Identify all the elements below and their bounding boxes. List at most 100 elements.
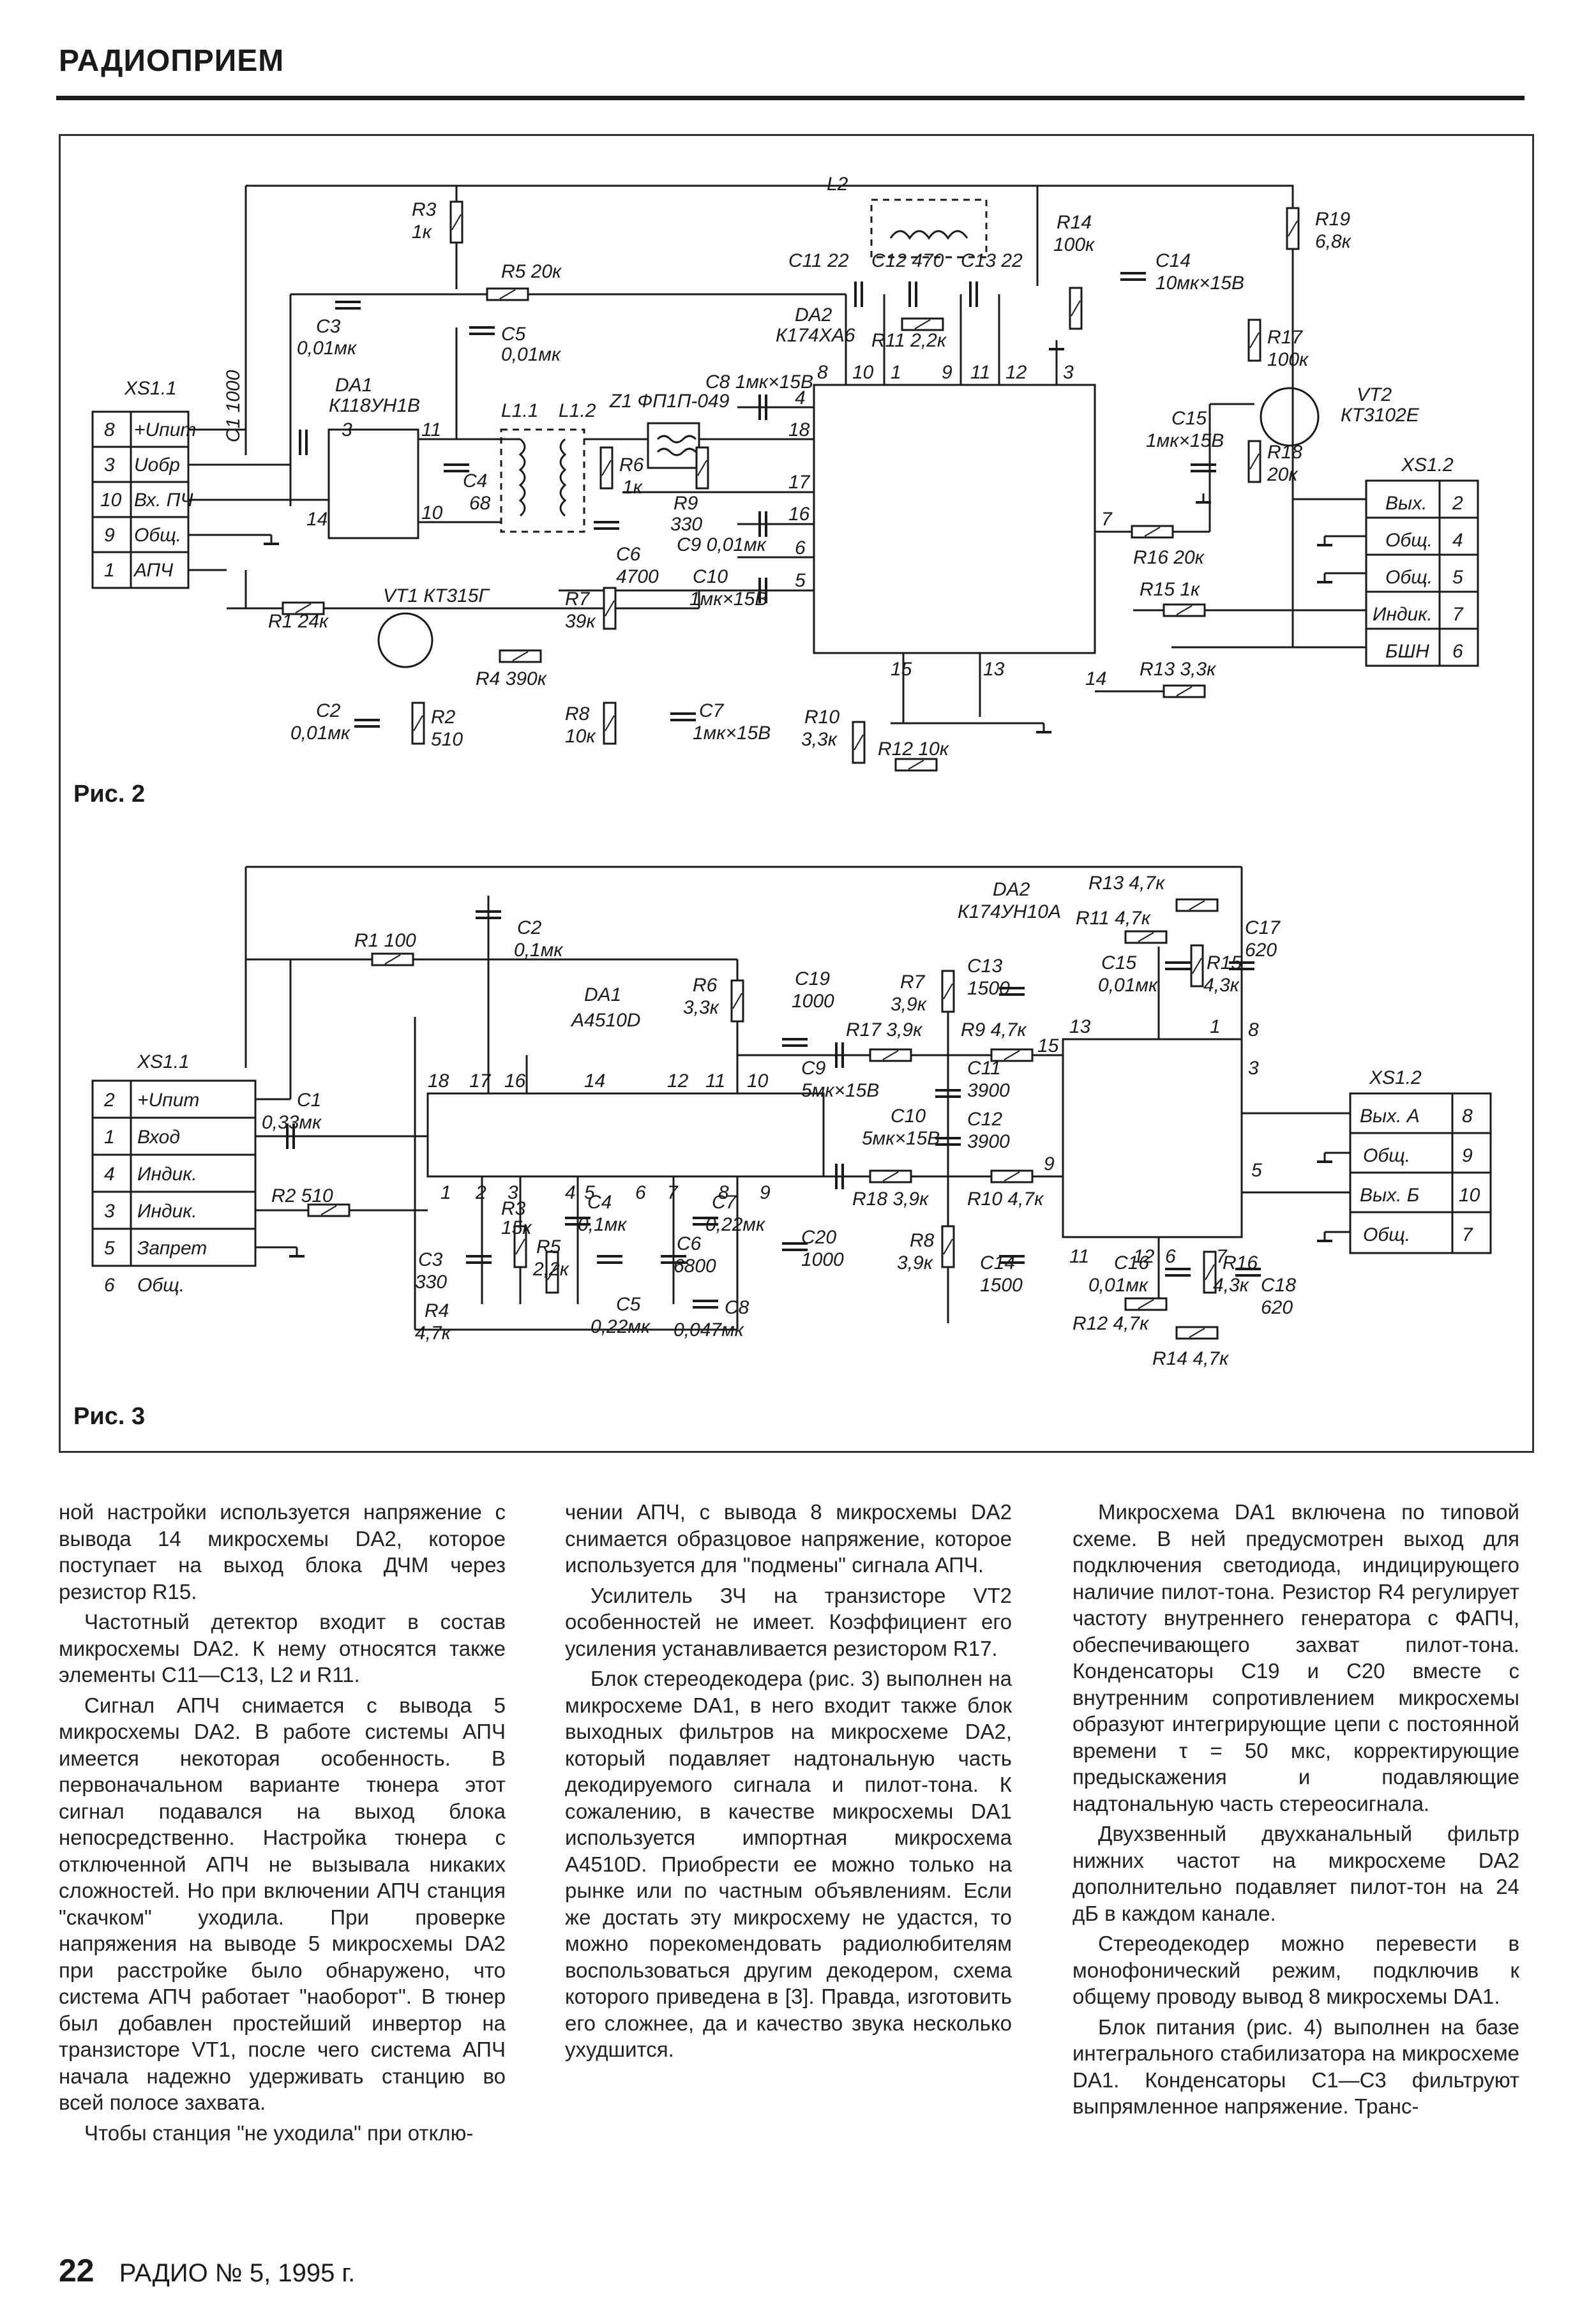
fig3-out-label: Вых. Б bbox=[1360, 1185, 1419, 1206]
fig2-pin-num: 11 bbox=[421, 419, 441, 440]
fig3-out-label: Общ. bbox=[1363, 1145, 1410, 1166]
fig2-xs11: XS1.1 bbox=[124, 378, 177, 399]
fig3-pin-num: 11 bbox=[705, 1070, 725, 1092]
figure-3-caption: Рис. 3 bbox=[73, 1403, 146, 1430]
fig3-out-pin: 9 bbox=[1462, 1145, 1473, 1166]
fig3-c13-value: 1500 bbox=[967, 978, 1010, 999]
fig3-pin-num: 1 bbox=[440, 1182, 451, 1203]
fig2-pin-num: 14 bbox=[1085, 668, 1106, 689]
figures-frame: XS1.1 8 3 10 9 1 +Uпит Uобр Вх. ПЧ Общ. … bbox=[59, 134, 1534, 1453]
fig2-pin: 8 bbox=[104, 419, 115, 440]
fig2-pin-num: 16 bbox=[788, 504, 810, 525]
fig2-r5: R5 20к bbox=[501, 261, 562, 282]
fig3-r4: R4 bbox=[425, 1300, 449, 1321]
fig3-pin-num: 17 bbox=[469, 1070, 492, 1092]
fig3-r8: R8 bbox=[910, 1230, 935, 1251]
fig2-r15: R15 1к bbox=[1140, 579, 1201, 600]
fig2-r17-value: 100к bbox=[1267, 349, 1309, 370]
fig2-r6-value: 1к bbox=[622, 477, 644, 498]
fig2-pin-num: 10 bbox=[852, 362, 874, 383]
fig3-r1: R1 100 bbox=[354, 930, 416, 951]
col2-paragraph-1: чении АПЧ, с вывода 8 микросхемы DA2 сни… bbox=[565, 1500, 1012, 1577]
fig3-r16-value: 4,3к bbox=[1213, 1275, 1250, 1296]
schematics-svg: XS1.1 8 3 10 9 1 +Uпит Uобр Вх. ПЧ Общ. … bbox=[91, 174, 1492, 1369]
col3-paragraph-3: Стереодекодер можно перевести в монофони… bbox=[1073, 1932, 1519, 2008]
fig3-pin-num: 11 bbox=[1069, 1246, 1089, 1267]
fig2-conn-label: +Uпит bbox=[134, 419, 196, 440]
fig3-pin-num: 4 bbox=[565, 1182, 576, 1203]
fig3-pin-num: 7 bbox=[1216, 1246, 1228, 1267]
fig3-r12: R12 4,7к bbox=[1073, 1313, 1150, 1334]
fig2-pin-num: 7 bbox=[1101, 509, 1113, 530]
fig2-pin-num: 3 bbox=[1063, 362, 1074, 383]
fig2-r9-value: 330 bbox=[670, 514, 702, 535]
fig3-out-label: Вых. А bbox=[1360, 1106, 1420, 1127]
fig2-pin-num: 6 bbox=[795, 537, 806, 559]
fig3-r9: R9 4,7к bbox=[961, 1019, 1027, 1040]
fig2-da1: DA1 bbox=[335, 375, 372, 396]
fig3-out-pin: 8 bbox=[1462, 1106, 1473, 1127]
fig3-pin-num: 6 bbox=[635, 1182, 646, 1203]
fig3-c15: C15 bbox=[1101, 952, 1136, 973]
magazine-issue: РАДИО № 5, 1995 г. bbox=[119, 2259, 356, 2287]
fig2-r14-value: 100к bbox=[1053, 234, 1095, 255]
fig3-c7: C7 bbox=[712, 1192, 737, 1213]
fig2-pin-num: 4 bbox=[795, 387, 806, 409]
fig3-r13: R13 4,7к bbox=[1088, 873, 1166, 894]
col1-paragraph-2: Частотный детектор входит в состав микро… bbox=[59, 1610, 506, 1686]
fig3-pin: 4 bbox=[104, 1164, 115, 1185]
fig3-c2: C2 bbox=[517, 917, 542, 938]
fig2-out-pin: 7 bbox=[1452, 604, 1464, 625]
fig3-pin-num: 5 bbox=[1251, 1160, 1262, 1181]
fig3-pin-num: 10 bbox=[747, 1070, 769, 1092]
section-title: РАДИОПРИЕМ bbox=[59, 44, 285, 78]
fig2-conn-label: Вх. ПЧ bbox=[134, 490, 193, 511]
fig2-r6: R6 bbox=[619, 454, 644, 476]
fig3-conn-label: Индик. bbox=[137, 1201, 197, 1222]
fig2-c7: C7 bbox=[699, 700, 725, 721]
fig3-pin-num: 12 bbox=[667, 1070, 689, 1092]
fig2-da1-type: К118УН1В bbox=[329, 395, 420, 416]
fig3-c9-value: 5мк×15В bbox=[801, 1080, 879, 1101]
fig2-r10-value: 3,3к bbox=[801, 729, 838, 750]
fig3-r15-value: 4,3к bbox=[1203, 975, 1240, 996]
fig3-conn-label: Индик. bbox=[137, 1164, 197, 1185]
fig3-c18-value: 620 bbox=[1261, 1297, 1293, 1318]
fig3-da2: DA2 bbox=[993, 879, 1030, 900]
fig2-r19: R19 bbox=[1315, 209, 1350, 230]
fig2-out-label: Общ. bbox=[1385, 567, 1433, 588]
fig3-c1-value: 0,33мк bbox=[262, 1112, 322, 1133]
col1-paragraph-4: Чтобы станция "не уходила" при отклю- bbox=[84, 2121, 474, 2145]
fig2-pin-num: 11 bbox=[970, 362, 990, 383]
page-footer: 22 РАДИО № 5, 1995 г. bbox=[59, 2252, 355, 2289]
fig2-c4-value: 68 bbox=[469, 493, 491, 514]
fig3-c1: C1 bbox=[297, 1090, 321, 1111]
col3-paragraph-4: Блок питания (рис. 4) выполнен на базе и… bbox=[1073, 2015, 1519, 2119]
fig3-c12-value: 3900 bbox=[967, 1131, 1010, 1152]
fig3-out-pin: 10 bbox=[1459, 1185, 1480, 1206]
col3-paragraph-1: Микросхема DA1 включена по типовой схеме… bbox=[1073, 1500, 1519, 1815]
figure-2-schematic bbox=[91, 184, 1479, 725]
fig3-r10: R10 4,7к bbox=[967, 1189, 1044, 1210]
fig2-c12: C12 470 bbox=[871, 250, 944, 271]
fig2-c5-value: 0,01мк bbox=[501, 344, 562, 365]
fig2-c2: C2 bbox=[316, 700, 341, 721]
text-column-3: Микросхема DA1 включена по типовой схеме… bbox=[1073, 1499, 1519, 2124]
fig3-c19-value: 1000 bbox=[792, 991, 834, 1012]
fig3-r4-value: 4,7к bbox=[415, 1323, 452, 1344]
fig3-r17: R17 3,9к bbox=[846, 1019, 923, 1040]
fig3-c16-value: 0,01мк bbox=[1088, 1275, 1149, 1296]
fig2-out-pin: 4 bbox=[1452, 530, 1463, 551]
fig2-c10: C10 bbox=[693, 566, 728, 587]
fig2-conn-label: Uобр bbox=[134, 454, 180, 476]
fig3-pin-num: 3 bbox=[1248, 1058, 1259, 1079]
fig3-pin: 5 bbox=[104, 1238, 115, 1259]
fig2-pin: 9 bbox=[104, 525, 115, 546]
fig3-c19: C19 bbox=[795, 968, 830, 989]
fig2-r16: R16 20к bbox=[1133, 547, 1205, 568]
fig3-pin-num: 2 bbox=[475, 1182, 486, 1203]
fig3-r16: R16 bbox=[1223, 1252, 1258, 1273]
fig3-c20-value: 1000 bbox=[801, 1249, 844, 1270]
fig2-pin-num: 15 bbox=[891, 659, 912, 680]
fig2-c3-value: 0,01мк bbox=[297, 338, 358, 359]
